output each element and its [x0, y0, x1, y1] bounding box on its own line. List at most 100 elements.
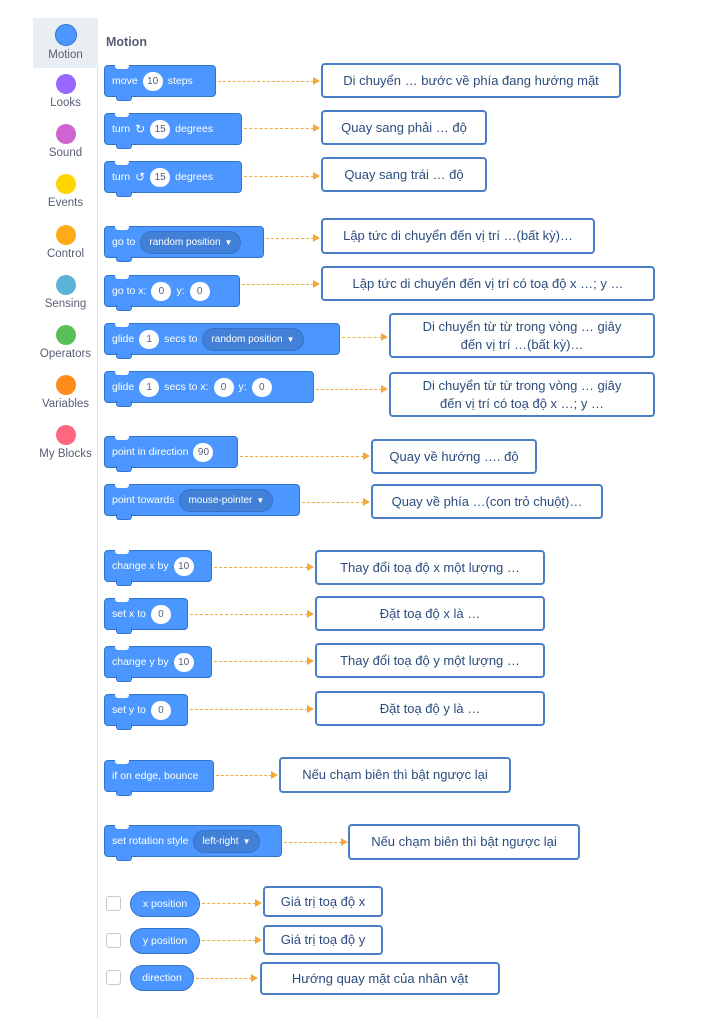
block-text: set y to: [112, 704, 146, 716]
point-towards-block[interactable]: point towards mouse-pointer▼: [104, 484, 300, 520]
secs-input[interactable]: 1: [139, 329, 160, 349]
category-operators[interactable]: Operators: [33, 319, 98, 369]
y-position-reporter[interactable]: y position: [130, 928, 200, 954]
degrees-input[interactable]: 15: [150, 167, 171, 187]
annotation-rotation-style: Nếu chạm biên thì bật ngược lại: [348, 824, 580, 860]
degrees-input[interactable]: 15: [150, 119, 171, 139]
category-label: Operators: [39, 348, 92, 360]
annotation-direction: Hướng quay mặt của nhân vật: [260, 962, 500, 995]
dropdown-value: mouse-pointer: [188, 494, 253, 506]
value-input[interactable]: 10: [173, 652, 194, 672]
arrow-connector: [244, 172, 320, 180]
block-text: set rotation style: [112, 835, 189, 847]
sensing-dot-icon: [55, 275, 76, 295]
block-text: if on edge, bounce: [112, 770, 199, 782]
target-dropdown[interactable]: random position▼: [202, 327, 304, 351]
turn-left-block[interactable]: turn ↺ 15 degrees: [104, 161, 242, 197]
annotation-point-direction: Quay về hướng …. độ: [371, 439, 537, 474]
direction-reporter[interactable]: direction: [130, 965, 194, 991]
category-sound[interactable]: Sound: [33, 118, 98, 168]
y-input[interactable]: 0: [189, 281, 210, 301]
change-x-block[interactable]: change x by 10: [104, 550, 212, 586]
go-to-xy-block[interactable]: go to x: 0 y: 0: [104, 275, 240, 311]
annotation-line: đến vị trí có toạ độ x …; y …: [439, 395, 604, 411]
bounce-block[interactable]: if on edge, bounce: [104, 760, 214, 796]
value-input[interactable]: 0: [150, 604, 171, 624]
category-my-blocks[interactable]: My Blocks: [33, 419, 98, 469]
category-motion[interactable]: Motion: [33, 18, 98, 68]
go-to-block[interactable]: go to random position▼: [104, 226, 264, 262]
set-x-block[interactable]: set x to 0: [104, 598, 188, 634]
set-y-block[interactable]: set y to 0: [104, 694, 188, 730]
rotation-style-dropdown[interactable]: left-right▼: [193, 829, 260, 853]
block-text: change x by: [112, 560, 169, 572]
category-label: Motion: [48, 49, 83, 61]
block-text: y:: [238, 381, 247, 393]
arrow-connector: [202, 936, 262, 944]
steps-input[interactable]: 10: [142, 71, 163, 91]
rotation-style-block[interactable]: set rotation style left-right▼: [104, 825, 282, 861]
block-text: point towards: [112, 494, 175, 506]
block-text: go to x:: [112, 285, 147, 297]
arrow-connector: [242, 280, 320, 288]
x-input[interactable]: 0: [213, 377, 234, 397]
target-dropdown[interactable]: random position▼: [140, 230, 242, 254]
move-steps-block[interactable]: move 10 steps: [104, 65, 216, 101]
glide-xy-block[interactable]: glide 1 secs to x: 0 y: 0: [104, 371, 314, 407]
arrow-connector: [190, 610, 314, 618]
block-text: change y by: [112, 656, 169, 668]
my-blocks-dot-icon: [55, 425, 76, 445]
dropdown-value: random position: [211, 333, 283, 345]
category-label: Control: [46, 248, 85, 260]
dropdown-value: random position: [149, 236, 221, 248]
caret-down-icon: ▼: [256, 495, 265, 505]
block-text: glide: [112, 381, 135, 393]
annotation-move: Di chuyển … bước về phía đang hướng mặt: [321, 63, 621, 98]
y-position-checkbox[interactable]: [106, 933, 121, 948]
annotation-go-to-xy: Lập tức di chuyển đến vị trí có toạ độ x…: [321, 266, 655, 301]
target-dropdown[interactable]: mouse-pointer▼: [179, 488, 274, 512]
point-in-direction-block[interactable]: point in direction 90: [104, 436, 238, 472]
block-text: degrees: [175, 171, 214, 183]
direction-checkbox[interactable]: [106, 970, 121, 985]
arrow-connector: [214, 563, 314, 571]
palette-divider: [97, 18, 98, 1018]
category-variables[interactable]: Variables: [33, 369, 98, 419]
arrow-connector: [302, 498, 370, 506]
arrow-connector: [244, 124, 320, 132]
arrow-connector: [214, 657, 314, 665]
turn-right-block[interactable]: turn ↻ 15 degrees: [104, 113, 242, 149]
category-control[interactable]: Control: [33, 219, 98, 269]
arrow-connector: [216, 771, 278, 779]
section-title: Motion: [106, 35, 147, 49]
secs-input[interactable]: 1: [139, 377, 160, 397]
x-position-reporter[interactable]: x position: [130, 891, 200, 917]
category-label: My Blocks: [39, 448, 92, 460]
x-position-checkbox[interactable]: [106, 896, 121, 911]
caret-down-icon: ▼: [286, 334, 295, 344]
x-input[interactable]: 0: [151, 281, 172, 301]
annotation-bounce: Nếu chạm biên thì bật ngược lại: [279, 757, 511, 793]
annotation-change-y: Thay đổi toạ độ y một lượng …: [315, 643, 545, 678]
direction-input[interactable]: 90: [193, 442, 214, 462]
rotate-counterclockwise-icon: ↺: [135, 170, 146, 184]
annotation-turn-right: Quay sang phải … độ: [321, 110, 487, 145]
glide-block[interactable]: glide 1 secs to random position▼: [104, 323, 340, 359]
value-input[interactable]: 0: [150, 700, 171, 720]
block-text: x position: [142, 898, 188, 910]
category-looks[interactable]: Looks: [33, 68, 98, 118]
change-y-block[interactable]: change y by 10: [104, 646, 212, 682]
category-sensing[interactable]: Sensing: [33, 269, 98, 319]
block-text: y position: [142, 935, 188, 947]
arrow-connector: [316, 385, 388, 393]
y-input[interactable]: 0: [251, 377, 272, 397]
value-input[interactable]: 10: [173, 556, 194, 576]
sound-dot-icon: [55, 124, 76, 144]
category-events[interactable]: Events: [33, 168, 98, 218]
control-dot-icon: [55, 225, 76, 245]
annotation-line: Di chuyển từ từ trong vòng … giây: [422, 377, 622, 393]
block-text: turn: [112, 123, 131, 135]
block-text: go to: [112, 236, 136, 248]
rotate-clockwise-icon: ↻: [135, 122, 146, 136]
annotation-set-x: Đặt toạ độ x là …: [315, 596, 545, 631]
